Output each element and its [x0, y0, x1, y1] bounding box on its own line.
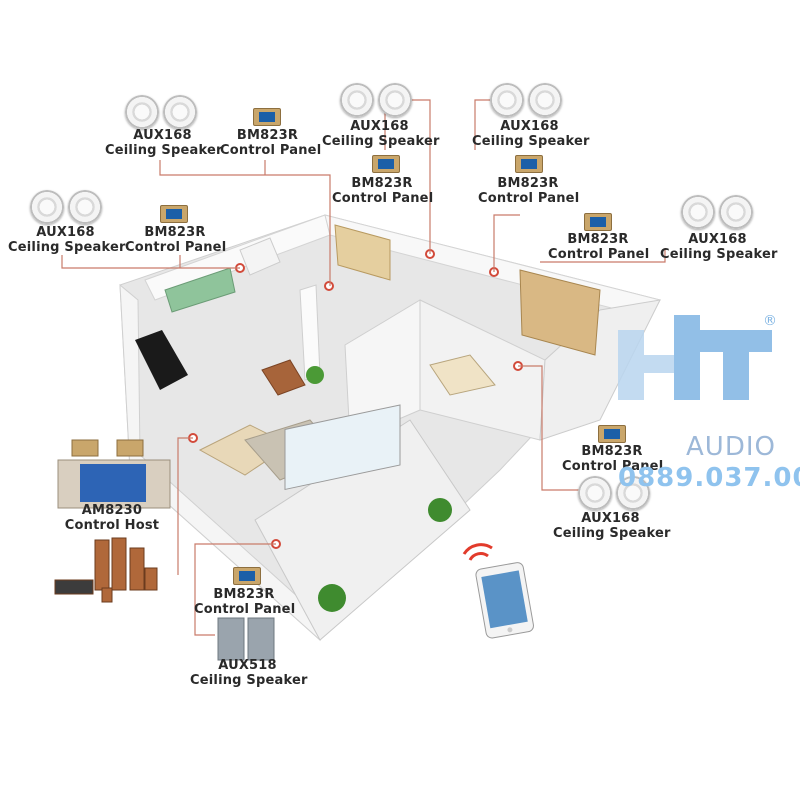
leader-line — [474, 99, 490, 150]
ceiling-speaker-icon — [30, 190, 64, 224]
ceiling-speaker-icon — [163, 95, 197, 129]
smartphone — [475, 562, 534, 639]
ceiling-speaker-icon — [68, 190, 102, 224]
ceiling-speaker-icon — [340, 83, 374, 117]
plant-1 — [428, 498, 452, 522]
speaker-marker — [324, 281, 334, 291]
leader-line — [493, 214, 520, 272]
balcony-window — [284, 404, 401, 491]
aux518-speakers — [217, 617, 275, 661]
ceiling-speaker-icon — [578, 476, 612, 510]
ceiling-speaker-icon — [681, 195, 715, 229]
control-panel-icon — [584, 213, 612, 231]
ceiling-speaker-icon — [616, 476, 650, 510]
control-panel-icon — [515, 155, 543, 173]
plant-3 — [306, 366, 324, 384]
leader-line — [194, 543, 276, 636]
kitchen-cabinet — [164, 267, 236, 313]
wardrobe — [519, 269, 601, 356]
ceiling-speaker-icon — [490, 83, 524, 117]
brand-name: AUDIO — [686, 432, 776, 462]
control-panel-icon — [160, 205, 188, 223]
control-host-device — [57, 439, 171, 509]
speaker-cabinets — [54, 537, 158, 603]
wall-kitchen — [239, 237, 281, 276]
brand-phone: 0889.037.009 — [618, 463, 800, 493]
leader-line — [540, 248, 666, 263]
leader-line — [61, 255, 240, 269]
wardrobe-top — [334, 224, 391, 281]
wifi-icon — [462, 543, 493, 561]
registered-mark: ® — [763, 313, 777, 329]
brand-mark: HT — [598, 305, 600, 306]
control-panel-icon — [598, 425, 626, 443]
ceiling-speaker-icon — [528, 83, 562, 117]
ceiling-speaker-icon — [125, 95, 159, 129]
dark-door — [135, 330, 188, 390]
bed — [429, 354, 496, 396]
leader-lines — [61, 99, 666, 636]
ceiling-speaker-icon — [719, 195, 753, 229]
dining-table — [261, 359, 306, 396]
leader-line — [518, 365, 600, 491]
plant-2 — [318, 584, 346, 612]
control-panel-icon — [372, 155, 400, 173]
leader-line — [159, 160, 331, 286]
control-panel-icon — [253, 108, 281, 126]
leader-line — [177, 437, 193, 575]
ceiling-speaker-icon — [378, 83, 412, 117]
control-panel-icon — [233, 567, 261, 585]
ht-audio-logo: ® HT — [598, 305, 777, 400]
